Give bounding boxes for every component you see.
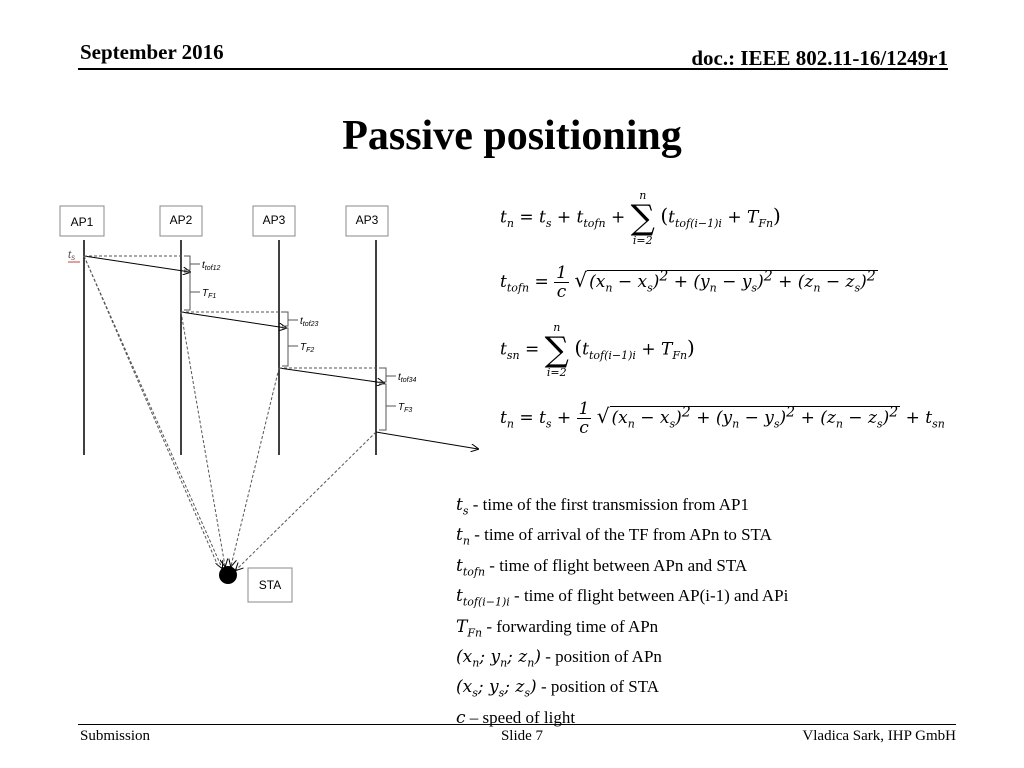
node-ap1-label: AP1 (71, 215, 94, 229)
legend-item: ts - time of the first transmission from… (456, 495, 749, 518)
node-ap3-label: AP3 (263, 213, 286, 227)
legend-item: (xs; ys; zs) - position of STA (456, 677, 660, 700)
sta-ray-ap1b (83, 255, 219, 567)
legend-item: c – speed of light (456, 707, 576, 728)
footer-slide-number: Slide 7 (500, 728, 544, 744)
slide-title: Passive positioning (342, 113, 682, 159)
node-ap2-label: AP2 (170, 213, 193, 227)
footer-divider (78, 724, 956, 725)
start-time-label: ts (68, 249, 75, 262)
legend-item: ttof(i−1)i - time of flight between AP(i… (456, 586, 789, 609)
sta-ray-ap4 (236, 431, 377, 570)
footer-author: Vladica Sark, IHP GmbH (802, 728, 956, 744)
node-ap4: AP3 (345, 205, 389, 237)
fwd-bracket (184, 271, 191, 311)
symbol-legend: ts - time of the first transmission from… (456, 493, 788, 730)
fwd-bracket (282, 327, 289, 367)
tf1-label: TF1 (202, 288, 216, 300)
equation-3: tsn = n∑i=2 (ttof(i−1)i + TFn) (500, 321, 695, 379)
sta-dot (219, 566, 237, 584)
footer-submission: Submission (80, 728, 151, 744)
legend-item: (xn; yn; zn) - position of APn (456, 646, 662, 670)
header-doc-id: doc.: IEEE 802.11-16/1249r1 (691, 46, 948, 70)
node-ap3: AP3 (252, 205, 296, 237)
tf2-label: TF2 (300, 342, 314, 354)
tf3-label: TF3 (398, 402, 412, 414)
sta-label: STA (259, 578, 281, 592)
equation-1: tn = ts + ttofn + n∑i=2 (ttof(i−1)i + TF… (500, 189, 781, 247)
tof-bracket (184, 255, 191, 271)
tof12-label: ttof12 (202, 260, 220, 272)
sta-ray-ap3 (231, 367, 280, 566)
node-ap4-label: AP3 (356, 213, 379, 227)
fwd-bracket (379, 383, 387, 431)
frame-arrow-ap2-ap3 (180, 311, 286, 328)
legend-item: tn - time of arrival of the TF from APn … (456, 525, 772, 548)
tof-bracket (379, 367, 387, 383)
tof23-label: ttof23 (300, 316, 318, 328)
header-date: September 2016 (80, 40, 224, 64)
legend-item: TFn - forwarding time of APn (456, 616, 659, 639)
frame-arrow-ap3-ap4 (278, 367, 384, 383)
node-sta: STA (247, 567, 293, 603)
frame-arrow-ap1-ap2 (83, 255, 190, 272)
legend-item: ttofn - time of flight between APn and S… (456, 555, 748, 579)
header-divider (78, 68, 948, 70)
tof-bracket (282, 311, 289, 327)
node-ap2: AP2 (159, 205, 203, 237)
tof34-label: ttof34 (398, 372, 416, 384)
node-ap1: AP1 (59, 205, 105, 237)
sta-ray-ap2 (180, 311, 225, 566)
frame-arrow-ap4-out (375, 431, 478, 449)
